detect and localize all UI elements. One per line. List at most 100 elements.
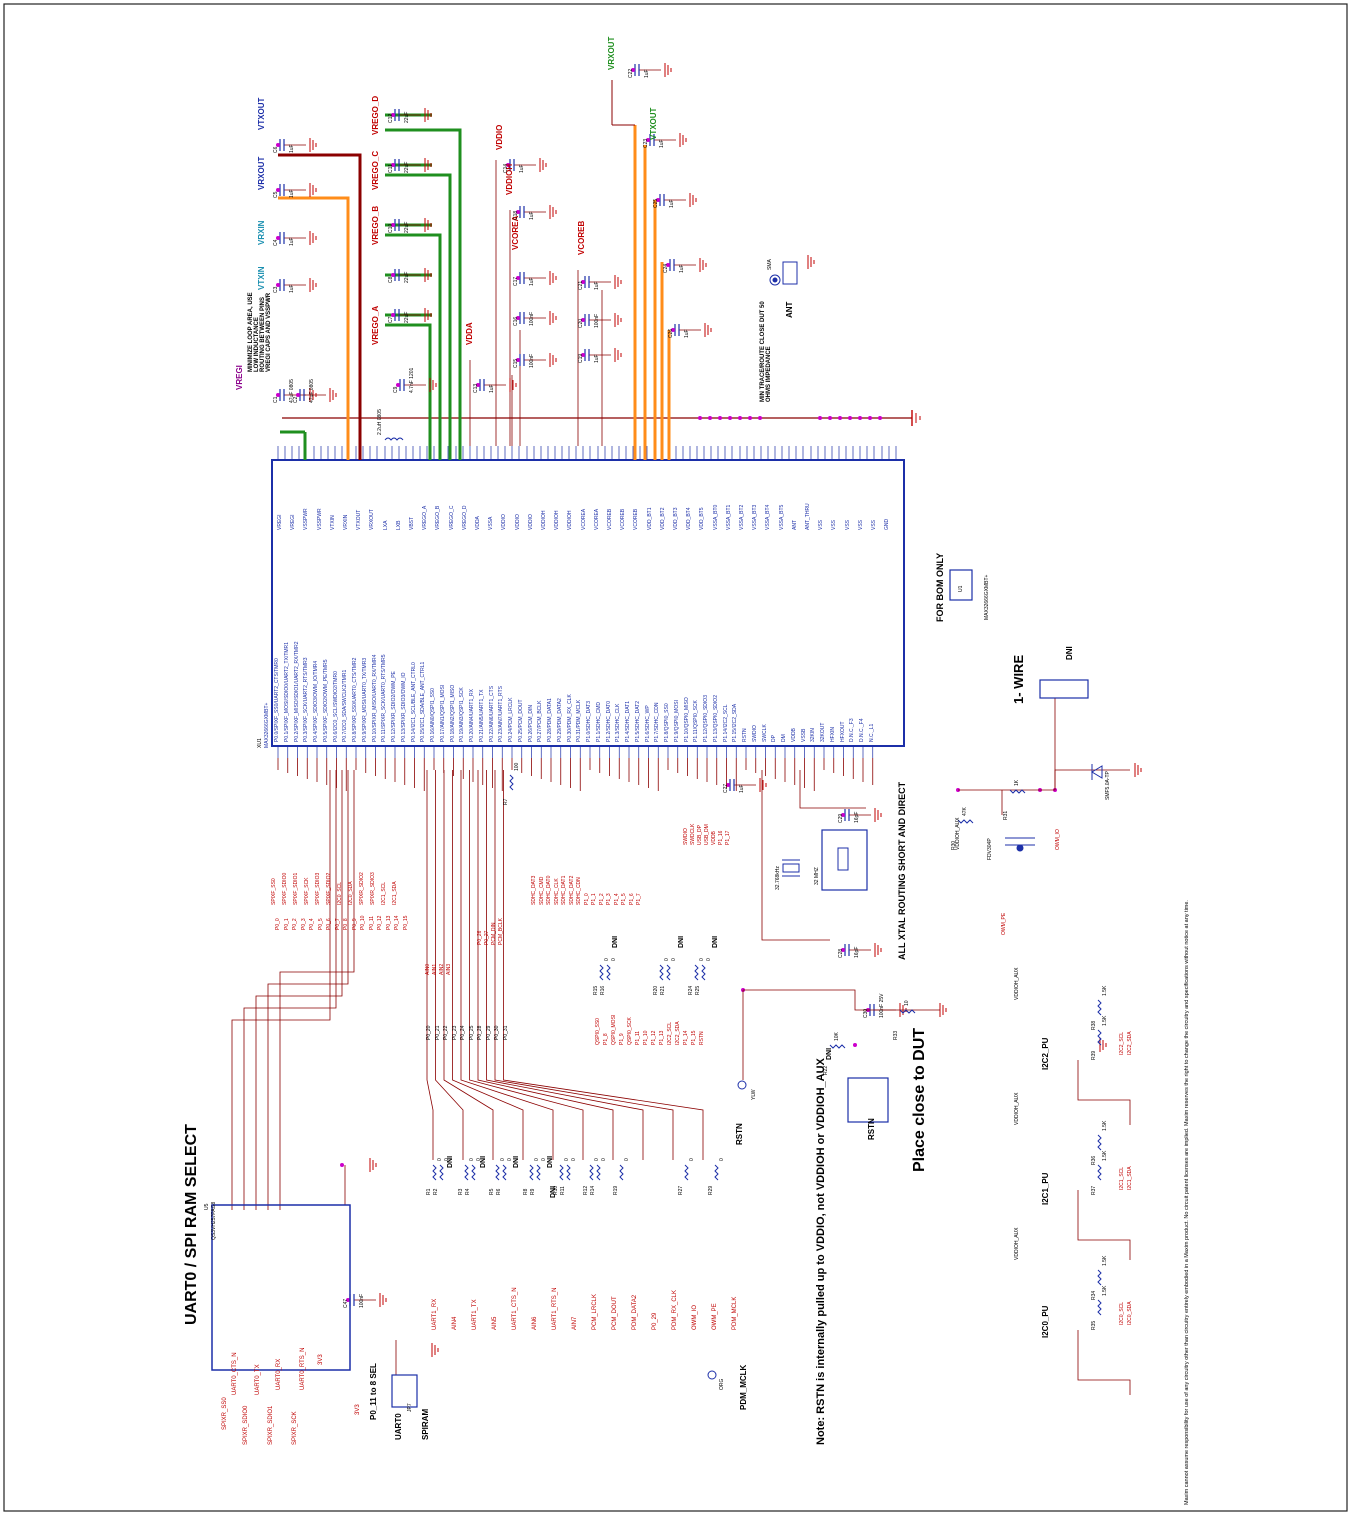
p0-net-label: P0_7 (334, 918, 341, 930)
ic-power-pin-label: VDDIO (527, 514, 534, 530)
resistor-value: 47K (962, 807, 968, 816)
ic-power-pin-label: VSSPWR (316, 508, 323, 530)
resistor-value: 0 (437, 1158, 443, 1161)
resistor-symbol (1097, 999, 1102, 1016)
ground-symbol (699, 258, 707, 272)
capacitor-value: 1uF (594, 354, 600, 363)
bottom-net-label: UART1_CTS_N (512, 1287, 518, 1330)
ic-io-pin-label: P0.10/SPIXR_MISO/UART0_RX/TMR4 (371, 654, 378, 742)
ic-io-pin-label: DM (781, 734, 787, 742)
dni-label: DNI (513, 1155, 520, 1168)
rail-label: VTXOUT (649, 107, 658, 140)
resistor-ref: R21 (660, 985, 666, 995)
trace-note: MIN TRACE/ROUTE CLOSE DUT 50 OHMS IMPEDA… (760, 301, 772, 402)
dni-label: DNI (547, 1155, 554, 1168)
p0-net-label: P0_4 (309, 918, 315, 930)
p0-net-label: P0_3 (300, 918, 307, 930)
resistor-value: 1.5K (1102, 1120, 1108, 1131)
p0-net-label: P0_5 (317, 918, 324, 930)
ic-io-pin-label: P0.18/AIN2/QSPI1_MISO (449, 684, 456, 742)
resistor-symbol (957, 819, 974, 824)
mux-ref: U5 (204, 1203, 210, 1210)
resistor-ref: R11 (560, 1186, 566, 1195)
bottom-net-label: AIN7 (572, 1316, 578, 1330)
resistor-symbol (566, 1164, 571, 1181)
swd-net-label: VDDB (711, 831, 717, 845)
capacitor-symbol (634, 64, 640, 76)
bottom-net-label: PCM_LRCLK (592, 1293, 598, 1330)
capacitor-value: 22uF (404, 111, 410, 123)
capacitor-symbol (729, 779, 735, 791)
sdhc-net-label: SDHC_DAT0 (546, 875, 552, 905)
pcm-net-label: PCM_BCLK (498, 918, 504, 945)
capacitor-symbol (399, 379, 405, 391)
rail-label: VTXOUT (257, 97, 266, 130)
junction-dot (516, 210, 520, 214)
junction-dot (276, 393, 280, 397)
capacitor-value: 22uF (404, 271, 410, 283)
capacitor-ref: C20 (578, 318, 584, 328)
capacitor-value: 1uF (519, 164, 525, 173)
resistor-value: 1.5K (1102, 985, 1108, 996)
resistor-ref: R24 (688, 985, 694, 995)
ic-power-pin-label: VDDIO (514, 514, 521, 530)
bottom-net-label: AIN5 (492, 1316, 498, 1330)
resistor-symbol (1097, 1269, 1102, 1286)
resistor-symbol (471, 1164, 476, 1181)
rail-label: VREGO_A (371, 305, 380, 345)
spi-net-label: I2C1_SCL (381, 881, 387, 905)
ground-symbol (309, 231, 317, 245)
resistor-value: 1.5K (1102, 1015, 1108, 1026)
pullup-net-label: I2C2_SDA (1127, 1031, 1133, 1055)
ground-symbol (549, 205, 557, 219)
ic-power-pin-label: VDDA (475, 516, 481, 530)
junction-dot (858, 416, 862, 420)
xtal-note: ALL XTAL ROUTING SHORT AND DIRECT (897, 781, 907, 960)
left-net-label: SPIXR_SDIO0 (243, 1405, 249, 1445)
p0-net-label: P0_28 (477, 1025, 483, 1040)
capacitor-ref: C9 (393, 386, 399, 393)
ground-symbol (911, 410, 921, 426)
ic-power-pin-label: ANT (791, 520, 798, 530)
ic-io-pin-label: P0.28/PDM_DATA1 (547, 698, 553, 742)
capacitor-value: 1uF (684, 329, 690, 338)
left-net-label: UART0_CTS_N (232, 1352, 238, 1395)
title-uart-spi-select: UART0 / SPI RAM SELECT (183, 1124, 200, 1325)
ground-symbol (549, 311, 557, 325)
ic-io-pin-label: P1.2/SDHC_DAT0 (605, 700, 612, 742)
capacitor-symbol (584, 314, 590, 326)
capacitor-ref: C21 (578, 280, 584, 290)
junction-dot (391, 163, 395, 167)
capacitor-value: 16pF (854, 946, 860, 958)
ic-io-pin-label: P1.0/SDHC_DAT3 (586, 700, 592, 742)
onewire-net-label: OWM_PE (1001, 912, 1007, 935)
bottom-net-label: PDM_RX_CLK (672, 1289, 678, 1330)
resistor-ref: R30 (951, 840, 957, 850)
jp3-label: I2C2_PU (1041, 1037, 1050, 1070)
resistor-symbol (599, 964, 604, 981)
capacitor-symbol (659, 194, 665, 206)
capacitor-ref: C29 (838, 813, 844, 823)
dni-label: DNI (826, 1047, 833, 1060)
ain-net-label: AIN3 (446, 963, 452, 975)
resistor-value: 0 (604, 958, 610, 961)
p0-net-label: P0_6 (326, 918, 332, 930)
dni-label: DNI (447, 1155, 454, 1168)
resistor-value: 1.5K (1102, 1150, 1108, 1161)
ground-symbol (539, 158, 547, 172)
y1-val: 32.768kHz (775, 866, 781, 890)
ground-symbol (424, 108, 432, 122)
bottom-net-label: OWM_PE (712, 1303, 718, 1330)
jp1-label: I2C0_PU (1041, 1305, 1050, 1338)
resistor-value: 0 (564, 1158, 570, 1161)
ic-io-pin-label: P0.2/SPIXF_MISO/SDIO1/UART2_RX/TMR2 (293, 641, 300, 743)
bottom-net-label: UART1_RTS_N (552, 1287, 558, 1330)
resistor-ref: R9 (530, 1188, 536, 1195)
ic-io-pin-label: P0.11/SPIXR_SCK/UART0_RTS/TMR5 (381, 654, 388, 742)
resistor-ref: R5 (489, 1188, 495, 1195)
p0-net-label: P0_23 (451, 1025, 458, 1040)
ic-power-pin-label: VRXOUT (369, 509, 376, 530)
capacitor-ref: C22 (628, 68, 634, 78)
ic-power-pin-label: VDD_BT3 (673, 507, 679, 530)
ic-io-pin-label: P0.14/I2C1_SCL/BLE_ANT_CTRL0 (410, 662, 417, 742)
